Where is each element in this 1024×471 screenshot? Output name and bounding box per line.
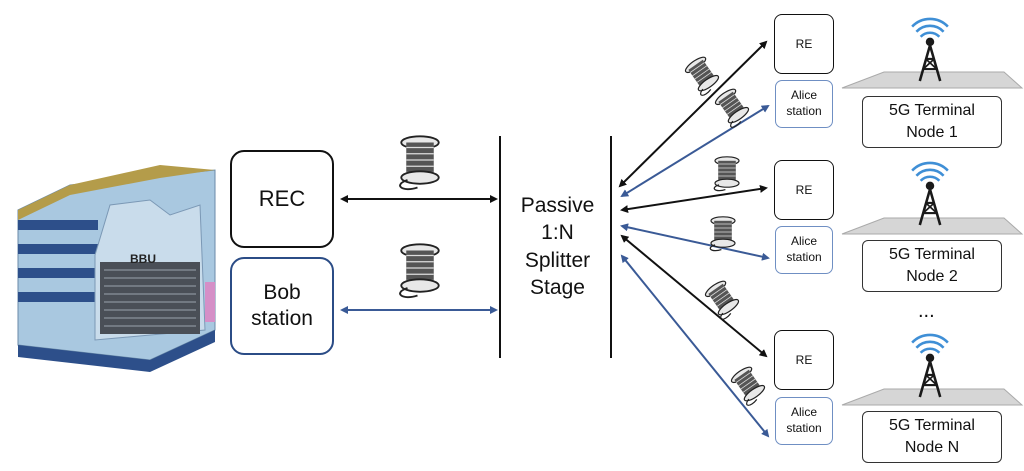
terminal-2-platform (841, 161, 1024, 235)
re-box-n: RE (774, 330, 834, 390)
radio-tower-icon (910, 161, 950, 227)
alice-station-box-1: Alice station (775, 80, 833, 128)
fiber-spool-icon (399, 135, 440, 191)
fiber-spool-icon (728, 364, 770, 408)
bob-station-box: Bob station (230, 257, 334, 355)
rec-box: REC (230, 150, 334, 248)
fiber-spool-icon (709, 216, 736, 252)
ellipsis: ... (918, 300, 935, 322)
re-n-link (620, 234, 768, 358)
terminal-node-n-box: 5G Terminal Node N (862, 411, 1002, 463)
fiber-spool-icon (712, 86, 754, 130)
terminal-node-2-box: 5G Terminal Node 2 (862, 240, 1002, 292)
terminal-n-platform (841, 333, 1024, 406)
alice-station-box-n: Alice station (775, 397, 833, 445)
re-2-link (620, 184, 768, 214)
terminal-1-platform (841, 17, 1024, 89)
bbu-building-icon (17, 165, 216, 372)
alice-station-box-2: Alice station (775, 226, 833, 274)
radio-tower-icon (910, 333, 950, 399)
fiber-spool-icon (713, 156, 740, 192)
alice-n-link (620, 254, 770, 438)
alice-1-link (620, 104, 770, 198)
bbu-label: BBU (130, 252, 156, 266)
re-box-1: RE (774, 14, 834, 74)
re-box-2: RE (774, 160, 834, 220)
fiber-spool-icon (702, 278, 744, 322)
fiber-spool-icon (399, 243, 440, 299)
terminal-node-1-box: 5G Terminal Node 1 (862, 96, 1002, 148)
splitter-label: Passive 1:N Splitter Stage (520, 194, 595, 299)
